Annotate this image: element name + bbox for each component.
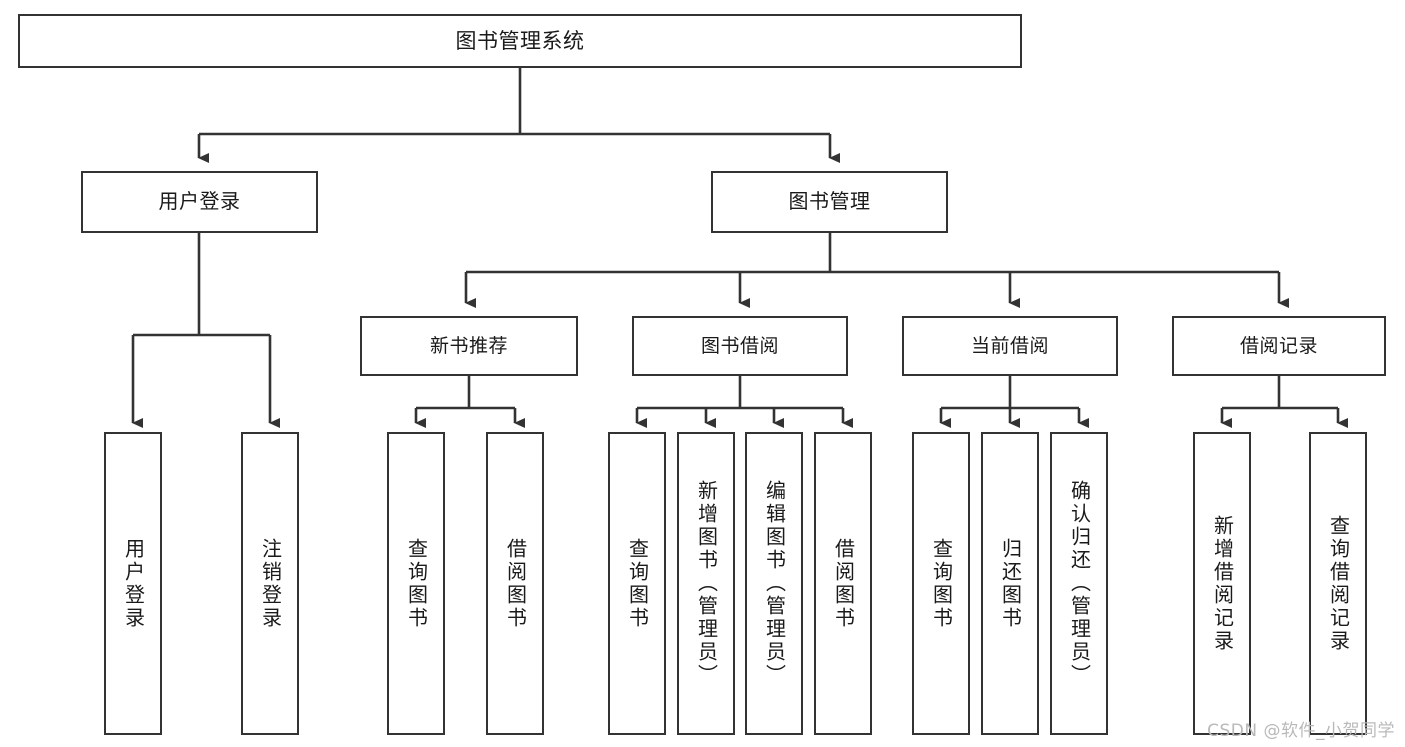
node-leaf-user-login-logout[interactable]: 注销登录 xyxy=(241,432,299,735)
node-leaf-label: 注销登录 xyxy=(258,537,283,630)
node-leaf-borrow-record-add[interactable]: 新增借阅记录 xyxy=(1193,432,1251,735)
node-leaf-book-borrow-edit[interactable]: 编辑图书（管理员） xyxy=(745,432,803,735)
node-leaf-label: 查询图书 xyxy=(404,537,429,630)
node-leaf-label: 查询借阅记录 xyxy=(1326,514,1351,653)
node-leaf-label: 新增借阅记录 xyxy=(1210,514,1235,653)
node-current-borrow[interactable]: 当前借阅 xyxy=(902,316,1118,376)
node-leaf-label: 归还图书 xyxy=(998,537,1023,630)
csdn-watermark: CSDN @软件_小贺同学 xyxy=(1207,721,1395,741)
node-leaf-label: 借阅图书 xyxy=(503,537,528,630)
node-leaf-user-login-login[interactable]: 用户登录 xyxy=(104,432,162,735)
node-current-borrow-label: 当前借阅 xyxy=(970,334,1049,357)
node-book-management-label: 图书管理 xyxy=(788,189,871,214)
node-leaf-current-borrow-return[interactable]: 归还图书 xyxy=(981,432,1039,735)
node-leaf-book-borrow-borrow[interactable]: 借阅图书 xyxy=(814,432,872,735)
node-leaf-label: 查询图书 xyxy=(625,537,650,630)
node-user-login[interactable]: 用户登录 xyxy=(81,171,318,233)
node-borrow-record[interactable]: 借阅记录 xyxy=(1172,316,1386,376)
node-leaf-book-borrow-query[interactable]: 查询图书 xyxy=(608,432,666,735)
node-root-book-management-system[interactable]: 图书管理系统 xyxy=(18,14,1022,68)
node-leaf-current-borrow-query[interactable]: 查询图书 xyxy=(912,432,970,735)
node-leaf-label: 编辑图书（管理员） xyxy=(762,480,787,687)
node-leaf-new-book-query[interactable]: 查询图书 xyxy=(387,432,445,735)
node-user-login-label: 用户登录 xyxy=(158,189,241,214)
node-root-label: 图书管理系统 xyxy=(455,28,585,53)
node-leaf-borrow-record-query[interactable]: 查询借阅记录 xyxy=(1309,432,1367,735)
node-book-management[interactable]: 图书管理 xyxy=(711,171,948,233)
node-leaf-new-book-borrow[interactable]: 借阅图书 xyxy=(486,432,544,735)
node-leaf-label: 确认归还（管理员） xyxy=(1067,480,1092,687)
node-leaf-current-borrow-confirm[interactable]: 确认归还（管理员） xyxy=(1050,432,1108,735)
node-leaf-label: 用户登录 xyxy=(121,537,146,630)
node-leaf-label: 新增图书（管理员） xyxy=(694,480,719,687)
node-book-borrow[interactable]: 图书借阅 xyxy=(632,316,848,376)
node-leaf-book-borrow-add[interactable]: 新增图书（管理员） xyxy=(677,432,735,735)
node-borrow-record-label: 借阅记录 xyxy=(1239,334,1318,357)
node-new-book-recommend-label: 新书推荐 xyxy=(429,334,508,357)
node-new-book-recommend[interactable]: 新书推荐 xyxy=(360,316,578,376)
node-book-borrow-label: 图书借阅 xyxy=(700,334,779,357)
node-leaf-label: 查询图书 xyxy=(929,537,954,630)
node-leaf-label: 借阅图书 xyxy=(831,537,856,630)
